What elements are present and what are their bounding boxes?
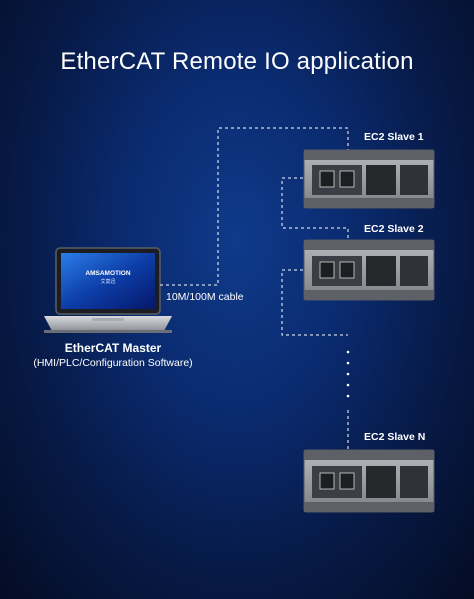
slave2-module (303, 239, 435, 301)
slave1-module (303, 149, 435, 209)
slaveN-module (303, 449, 435, 513)
master-title: EtherCAT Master (64, 341, 162, 355)
laptop-screen-brand: AMSAMOTION (85, 270, 130, 277)
slave2-label: EC2 Slave 2 (364, 223, 424, 235)
master-caption: EtherCAT Master (HMI/PLC/Configuration S… (0, 341, 226, 369)
laptop-screen (61, 253, 155, 309)
laptop-base (44, 316, 172, 331)
cable-label: 10M/100M cable (166, 291, 244, 303)
diagram-title: EtherCAT Remote IO application (60, 48, 414, 75)
master-subtitle: (HMI/PLC/Configuration Software) (33, 357, 193, 369)
continuation-dots (346, 350, 350, 398)
slave1-label: EC2 Slave 1 (364, 131, 424, 143)
slaveN-label: EC2 Slave N (364, 431, 426, 443)
cable-master-to-slave1 (160, 127, 349, 286)
master-laptop (44, 247, 172, 333)
laptop-screen-subbrand: 艾莫迅 (100, 278, 115, 285)
